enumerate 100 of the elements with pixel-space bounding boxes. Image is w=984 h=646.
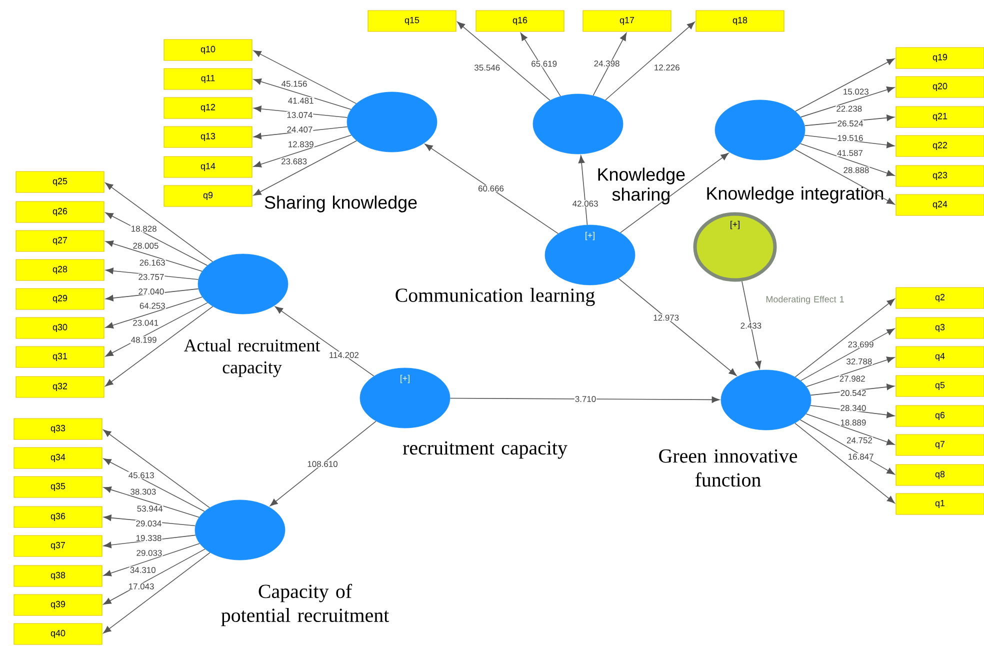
node-label: Actual recruitment capacity (184, 338, 320, 378)
arrow (592, 32, 627, 96)
arrow (103, 486, 200, 518)
node-label: Communication learning (396, 288, 595, 306)
arrow (424, 144, 559, 234)
edge-label: 18.889 (840, 419, 867, 426)
edge-label: 34.310 (129, 566, 156, 574)
edge-label: 114.202 (328, 352, 360, 359)
arrow (795, 58, 895, 112)
indicator-box: q12 (164, 97, 252, 119)
edge-label: 26.524 (836, 120, 864, 127)
indicator-box: q23 (896, 165, 984, 187)
edge-label: 41.587 (836, 150, 864, 156)
edge-label: 24.752 (846, 436, 873, 444)
arrow (253, 134, 352, 168)
edge-label: 27.982 (838, 375, 866, 382)
arrow (806, 356, 895, 387)
indicator-box: q33 (14, 418, 102, 440)
indicator-box: q39 (14, 594, 102, 616)
arrow (270, 420, 376, 506)
edge-label: 28.005 (132, 242, 160, 250)
construct-caption: Moderating Effect 1 (766, 296, 844, 304)
arrow (800, 419, 895, 475)
edge-label: 23.757 (138, 273, 165, 280)
node-label: Knowledge integration (707, 186, 884, 204)
arrow (794, 422, 895, 504)
arrow (620, 152, 729, 234)
edge-label: 22.238 (836, 105, 863, 112)
arrow (742, 280, 762, 369)
indicator-box: q14 (164, 156, 252, 178)
arrow (253, 50, 357, 104)
arrow (253, 140, 357, 196)
edge-label: 19.516 (836, 134, 864, 142)
indicator-box: q38 (14, 565, 102, 587)
edge-label: 27.040 (138, 288, 165, 296)
indicator-box: q15 (368, 10, 456, 32)
indicator-box: q29 (16, 288, 104, 310)
edge-label: 108.610 (306, 460, 338, 468)
edge-label: 45.156 (280, 80, 308, 88)
arrow (806, 414, 895, 446)
indicator-box: q19 (896, 47, 984, 69)
edge-label: 41.481 (287, 97, 314, 104)
arrow (105, 240, 202, 272)
indicator-box: q32 (16, 376, 104, 398)
arrow (103, 552, 210, 634)
indicator-box: q20 (896, 76, 984, 98)
arrow (103, 543, 200, 576)
edge-label: 3.710 (574, 396, 597, 402)
edge-label: 35.546 (474, 64, 501, 72)
arrow (578, 155, 588, 226)
edge-label: 12.839 (287, 140, 314, 148)
edge-label: 2.433 (740, 322, 762, 330)
node-label: Knowledge sharing (598, 168, 685, 204)
arrow (450, 396, 720, 403)
edge-label: 48.199 (130, 336, 158, 344)
arrow (253, 78, 352, 110)
node-label: Sharing knowledge (264, 196, 417, 212)
edge-label: 53.944 (136, 505, 164, 512)
arrow (794, 148, 895, 205)
edge-label: 18.828 (130, 225, 158, 232)
arrow (457, 22, 550, 101)
indicator-box: q35 (14, 476, 102, 498)
indicator-box: q21 (896, 106, 984, 128)
indicator-box: q22 (896, 135, 984, 157)
edge-label: 45.613 (128, 472, 155, 479)
indicator-box: q28 (16, 259, 104, 281)
arrow (800, 86, 895, 118)
indicator-box: q3 (896, 317, 984, 339)
indicator-box: q9 (164, 185, 252, 207)
arrow (800, 328, 895, 382)
edge-label: 23.683 (280, 158, 308, 165)
edge-label: 17.043 (128, 582, 155, 590)
indicator-box: q18 (696, 10, 784, 32)
edge-label: 32.788 (846, 358, 873, 365)
node-label: Green innovative function (659, 449, 798, 487)
edge-label: 13.074 (286, 111, 314, 118)
node-label: Capacity of potential recruitment (221, 584, 390, 626)
indicator-box: q1 (896, 493, 984, 515)
indicator-box: q36 (14, 506, 102, 528)
edge-label: 60.666 (478, 185, 504, 192)
arrow (794, 298, 895, 378)
indicator-box: q2 (896, 287, 984, 309)
arrow (275, 306, 374, 376)
node-label: recruitment capacity (402, 441, 568, 459)
edge-label: 42.063 (572, 200, 599, 208)
indicator-box: q16 (476, 10, 564, 32)
edge-label: 29.034 (135, 520, 162, 527)
indicator-box: q24 (896, 194, 984, 216)
indicator-box: q30 (16, 317, 104, 339)
edge-label: 65.619 (530, 60, 558, 68)
indicator-box: q34 (14, 447, 102, 469)
edge-label: 23.699 (847, 340, 874, 348)
arrow (103, 430, 210, 508)
indicator-box: q4 (896, 346, 984, 368)
indicator-box: q40 (14, 623, 102, 645)
edge-label: 23.041 (132, 319, 160, 326)
edge-label: 24.407 (286, 126, 314, 134)
indicator-box: q7 (896, 434, 984, 456)
edge-label: 38.303 (130, 488, 157, 496)
edge-label: 64.253 (138, 302, 166, 310)
